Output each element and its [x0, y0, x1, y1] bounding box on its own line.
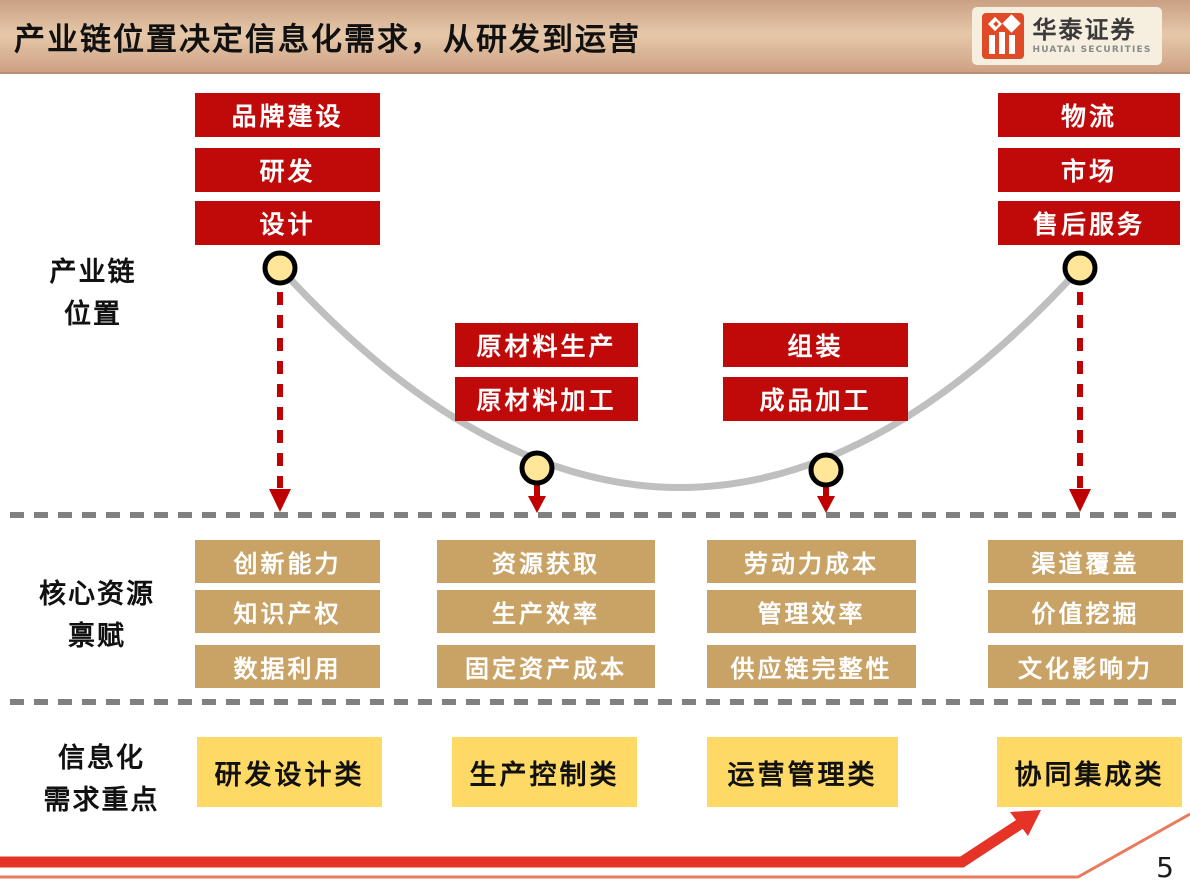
row-label-it-focus: 信息化 需求重点	[14, 738, 189, 822]
row-label-it-line1: 信息化	[58, 743, 145, 774]
resource-box-value-mining: 价值挖掘	[988, 590, 1183, 633]
row-label-chain-position: 产业链 位置	[18, 252, 168, 336]
resource-box-innovation: 创新能力	[195, 540, 380, 583]
solid-arrow-mid-right-head	[817, 496, 835, 513]
resource-box-management-efficiency: 管理效率	[707, 590, 916, 633]
solid-arrow-mid-left-head	[528, 496, 546, 513]
chain-box-assembly: 组装	[723, 323, 908, 367]
resource-box-fixed-asset-cost: 固定资产成本	[437, 645, 655, 688]
row-label-core-resources: 核心资源 禀赋	[12, 574, 182, 658]
huatai-logo-text: 华泰证券 HUATAI SECURITIES	[1032, 18, 1151, 55]
resource-box-data-utilization: 数据利用	[195, 645, 380, 688]
chain-box-logistics: 物流	[998, 93, 1180, 137]
huatai-logo-icon	[982, 13, 1025, 59]
it-box-rnd-design: 研发设计类	[197, 737, 382, 807]
curve-node-mid-right	[808, 452, 844, 488]
row-label-it-line2: 需求重点	[43, 784, 160, 816]
bottom-thick-arrow-head	[1010, 810, 1041, 836]
curve-node-right	[1062, 250, 1098, 286]
chain-box-raw-material-processing: 原材料加工	[455, 377, 638, 421]
bottom-thin-line	[0, 812, 1190, 879]
chain-box-market: 市场	[998, 148, 1180, 192]
resource-box-channel-coverage: 渠道覆盖	[988, 540, 1183, 583]
resource-box-ip: 知识产权	[195, 590, 380, 633]
resource-box-production-efficiency: 生产效率	[437, 590, 655, 633]
huatai-logo-en: HUATAI SECURITIES	[1032, 44, 1152, 55]
curve-node-left	[262, 250, 298, 286]
page-number: 5	[1156, 851, 1174, 884]
dashed-arrow-left-head	[269, 489, 291, 512]
smile-curve	[277, 265, 1083, 491]
row-label-chain-line2: 位置	[64, 298, 122, 330]
resource-box-resource-acquisition: 资源获取	[437, 540, 655, 583]
chain-box-brand-building: 品牌建设	[195, 93, 380, 137]
row-label-resource-line1: 核心资源	[39, 579, 155, 610]
resource-box-labor-cost: 劳动力成本	[707, 540, 916, 583]
resource-box-supply-chain-integrity: 供应链完整性	[707, 645, 916, 688]
chain-box-design: 设计	[195, 201, 380, 245]
bottom-thick-arrow-line	[0, 819, 1024, 868]
it-box-operation-management: 运营管理类	[707, 737, 898, 807]
chain-box-raw-material-production: 原材料生产	[455, 323, 638, 367]
curve-node-mid-left	[519, 450, 555, 486]
huatai-logo: 华泰证券 HUATAI SECURITIES	[972, 7, 1162, 65]
chain-box-finished-processing: 成品加工	[723, 377, 908, 421]
chain-box-rnd: 研发	[195, 148, 380, 192]
header-bar: 产业链位置决定信息化需求，从研发到运营 华泰证券 HUATAI SECURITI…	[0, 0, 1190, 74]
page-title: 产业链位置决定信息化需求，从研发到运营	[14, 22, 641, 58]
row-label-chain-line1: 产业链	[49, 257, 137, 288]
it-box-production-control: 生产控制类	[452, 737, 637, 807]
row-label-resource-line2: 禀赋	[68, 620, 126, 652]
dashed-arrow-right-head	[1069, 489, 1091, 512]
it-box-collaborative-integration: 协同集成类	[997, 737, 1182, 807]
resource-box-cultural-influence: 文化影响力	[988, 645, 1183, 688]
huatai-logo-cn: 华泰证券	[1032, 15, 1137, 44]
chain-box-after-sales: 售后服务	[998, 201, 1180, 245]
